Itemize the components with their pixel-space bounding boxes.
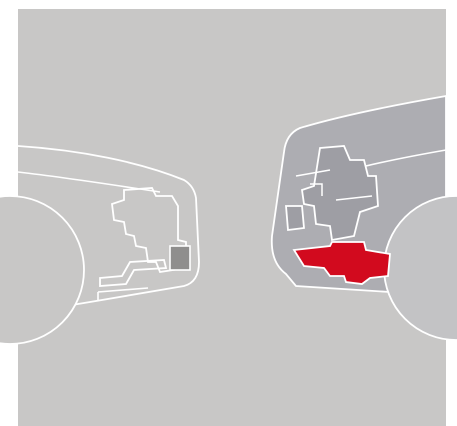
rear-car-crash-box bbox=[169, 245, 191, 271]
highlighted-crossmember-part bbox=[292, 241, 391, 285]
rear-car-trunk-line bbox=[17, 171, 161, 193]
rear-car-lower-rail bbox=[97, 287, 149, 300]
rear-car-mount-arm bbox=[99, 259, 168, 287]
front-car-inner-structure bbox=[301, 145, 379, 242]
rear-car bbox=[0, 145, 200, 345]
rear-car-wheel bbox=[0, 195, 85, 345]
front-car-bracket-lines bbox=[295, 169, 373, 201]
rear-car-body-outline bbox=[17, 145, 200, 315]
front-car bbox=[270, 94, 457, 341]
rear-car-bumper-bracket-outline bbox=[111, 187, 187, 273]
front-car-mount-plate bbox=[285, 205, 305, 232]
